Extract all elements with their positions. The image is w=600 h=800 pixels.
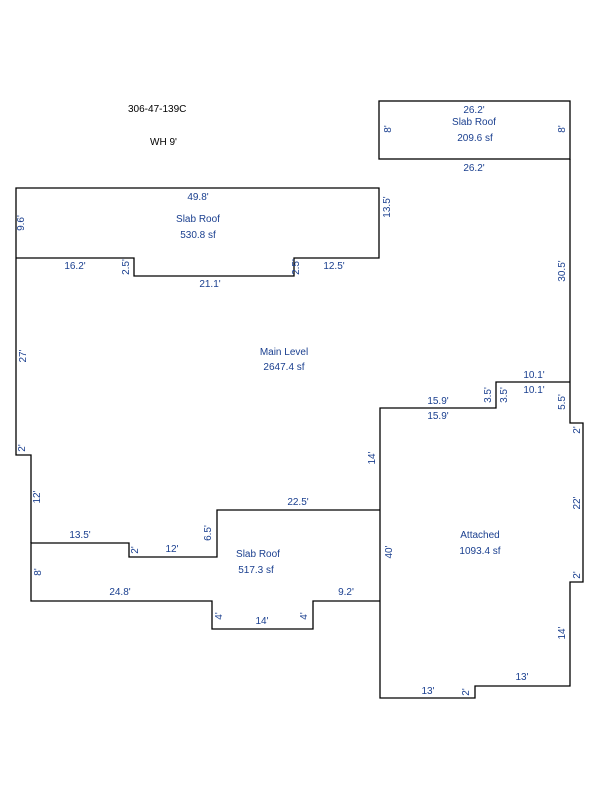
dim-label: 30.5' (557, 260, 568, 281)
upper-left-slab-outline (15, 187, 380, 277)
main-level-left-wall (15, 258, 32, 543)
dim-label: 2' (572, 426, 583, 434)
dim-label: 10.1' (523, 370, 544, 381)
dim-label: 26.2' (463, 105, 484, 116)
dim-label: 4' (214, 612, 225, 620)
dim-label: 15.9' (427, 396, 448, 407)
dim-label: 49.8' (187, 192, 208, 203)
dim-label: 12.5' (323, 261, 344, 272)
dim-label: 8' (383, 125, 394, 133)
dim-label: 9.2' (338, 587, 354, 598)
bottom-slab-outline (30, 509, 380, 630)
dim-label: 14' (255, 616, 268, 627)
main-level-area: 2647.4 sf (263, 362, 304, 373)
dim-label: 2' (572, 571, 583, 579)
dim-label: 13.5' (382, 196, 393, 217)
dim-label: 12' (32, 490, 43, 503)
dim-label: 21.1' (199, 279, 220, 290)
slab-roof-upper-left-area: 530.8 sf (180, 230, 216, 241)
dim-label: 24.8' (109, 587, 130, 598)
dim-label: 2.5' (121, 259, 132, 275)
wall-height: WH 9' (150, 137, 177, 148)
slab-roof-top-right-area: 209.6 sf (457, 133, 493, 144)
dim-label: 10.1' (523, 385, 544, 396)
dim-label: 12' (165, 544, 178, 555)
dim-label: 5.5' (557, 394, 568, 410)
main-attached-step-wall (379, 381, 570, 510)
dim-label: 13' (421, 686, 434, 697)
attached-area: 1093.4 sf (459, 546, 500, 557)
dim-label: 6.5' (203, 525, 214, 541)
slab-roof-bottom-area: 517.3 sf (238, 565, 274, 576)
dim-label: 40' (384, 545, 395, 558)
slab-roof-upper-left-name: Slab Roof (176, 214, 220, 225)
horizontal-dimensions: 26.2' 26.2' 49.8' 16.2' 21.1' 12.5' 10.1… (64, 105, 544, 697)
dim-label: 3.5' (499, 387, 510, 403)
dim-label: 9.6' (16, 215, 27, 231)
dim-label: 8' (33, 568, 44, 576)
dim-label: 3.5' (483, 387, 494, 403)
parcel-id: 306-47-139C (128, 104, 186, 115)
dim-label: 14' (557, 626, 568, 639)
dim-label: 27' (18, 349, 29, 362)
dim-label: 2' (130, 546, 141, 554)
wall-outlines (15, 100, 584, 699)
dim-label: 13' (515, 672, 528, 683)
dim-label: 26.2' (463, 163, 484, 174)
slab-roof-top-right-name: Slab Roof (452, 117, 496, 128)
dim-label: 8' (557, 125, 568, 133)
main-level-name: Main Level (260, 347, 308, 358)
dim-label: 15.9' (427, 411, 448, 422)
slab-roof-top-right-outline (378, 100, 571, 160)
dim-label: 14' (367, 451, 378, 464)
vertical-dimensions: 8' 8' 9.6' 13.5' 2.5' 2.5' 30.5' 27' 3.5… (16, 125, 583, 696)
dim-label: 22' (572, 496, 583, 509)
dim-label: 2.5' (291, 259, 302, 275)
attached-outline (379, 382, 584, 699)
dim-label: 22.5' (287, 497, 308, 508)
attached-name: Attached (460, 530, 499, 541)
dim-label: 2' (461, 688, 472, 696)
dim-label: 2' (17, 444, 28, 452)
slab-roof-bottom-name: Slab Roof (236, 549, 280, 560)
dim-label: 4' (299, 612, 310, 620)
dim-label: 13.5' (69, 530, 90, 541)
dim-label: 16.2' (64, 261, 85, 272)
